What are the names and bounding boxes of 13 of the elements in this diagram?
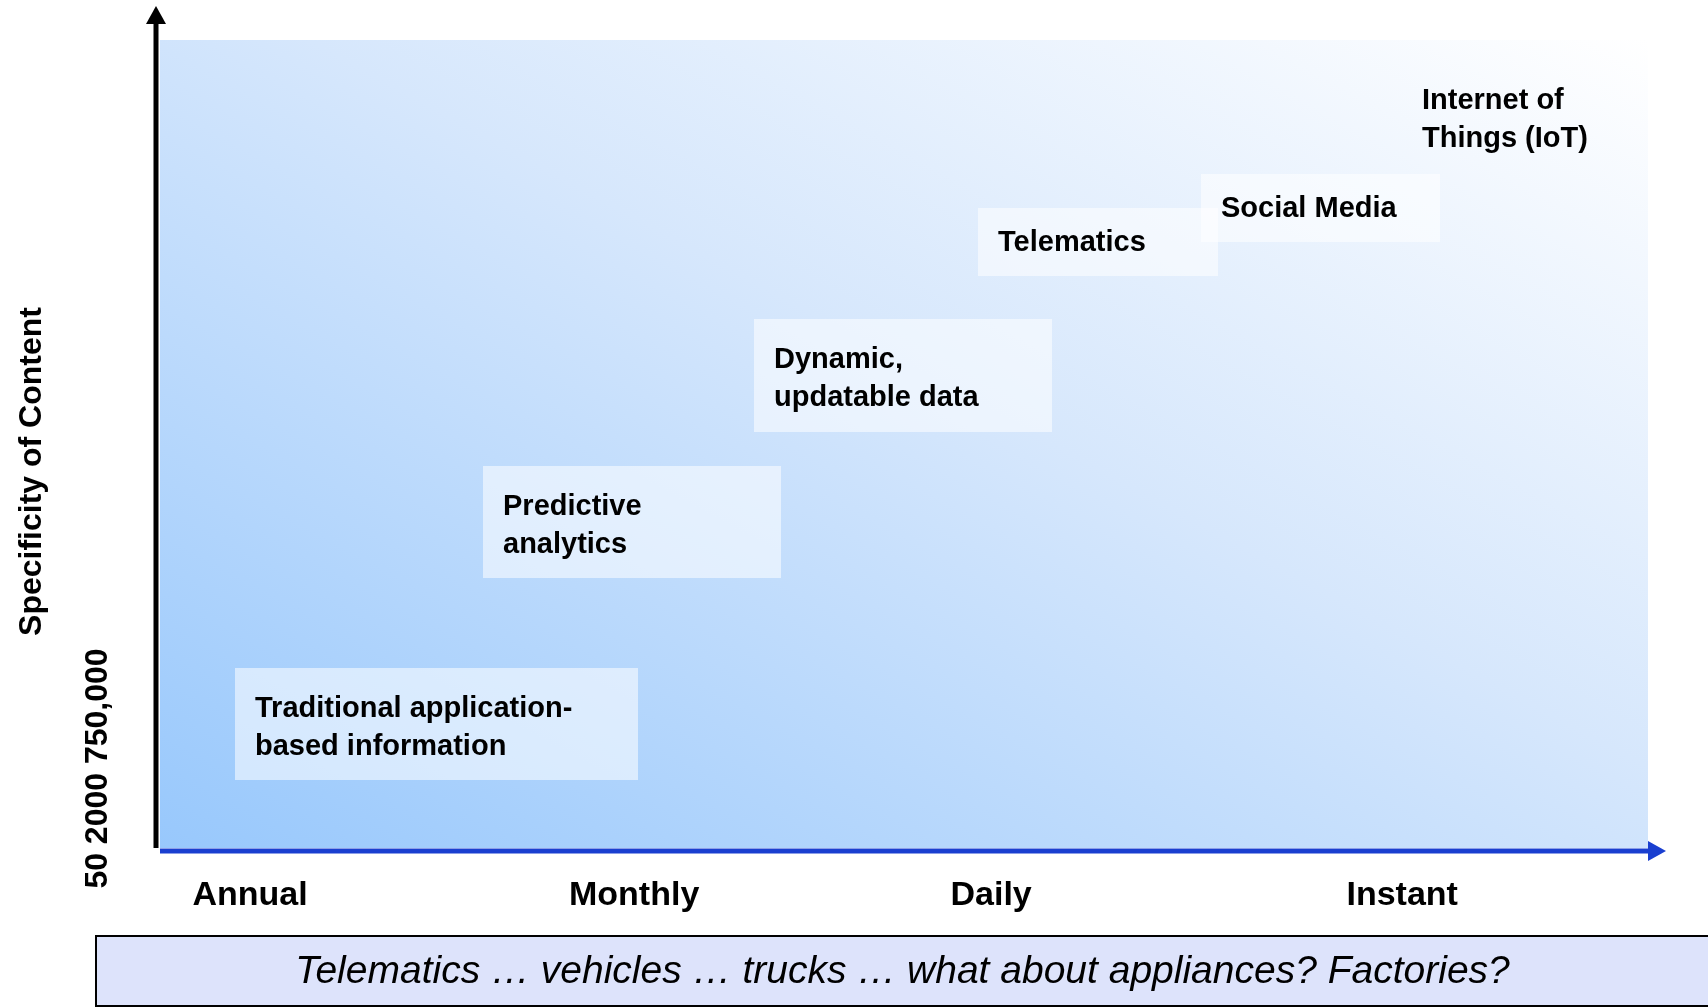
label-box: Telematics <box>978 208 1218 276</box>
label-box: Traditional application-based information <box>235 668 638 780</box>
label-box: Social Media <box>1201 174 1440 242</box>
caption-banner: Telematics … vehicles … trucks … what about appliances? Factories? <box>95 935 1708 1007</box>
axis-tick-label: Instant <box>1346 873 1458 913</box>
stage-label: Internet of Things (IoT) <box>1422 82 1589 155</box>
label-box: Dynamic, updatable data <box>754 319 1052 432</box>
axis-tick-label: Monthly <box>569 873 700 913</box>
axis-scale-values: 50 2000 750,000 <box>77 647 115 889</box>
label-box: Predictive analytics <box>483 466 781 578</box>
axis-title: Specificity of Content <box>11 306 49 636</box>
axis-tick-label: Annual <box>192 873 308 913</box>
axis-tick-label: Daily <box>950 873 1032 913</box>
